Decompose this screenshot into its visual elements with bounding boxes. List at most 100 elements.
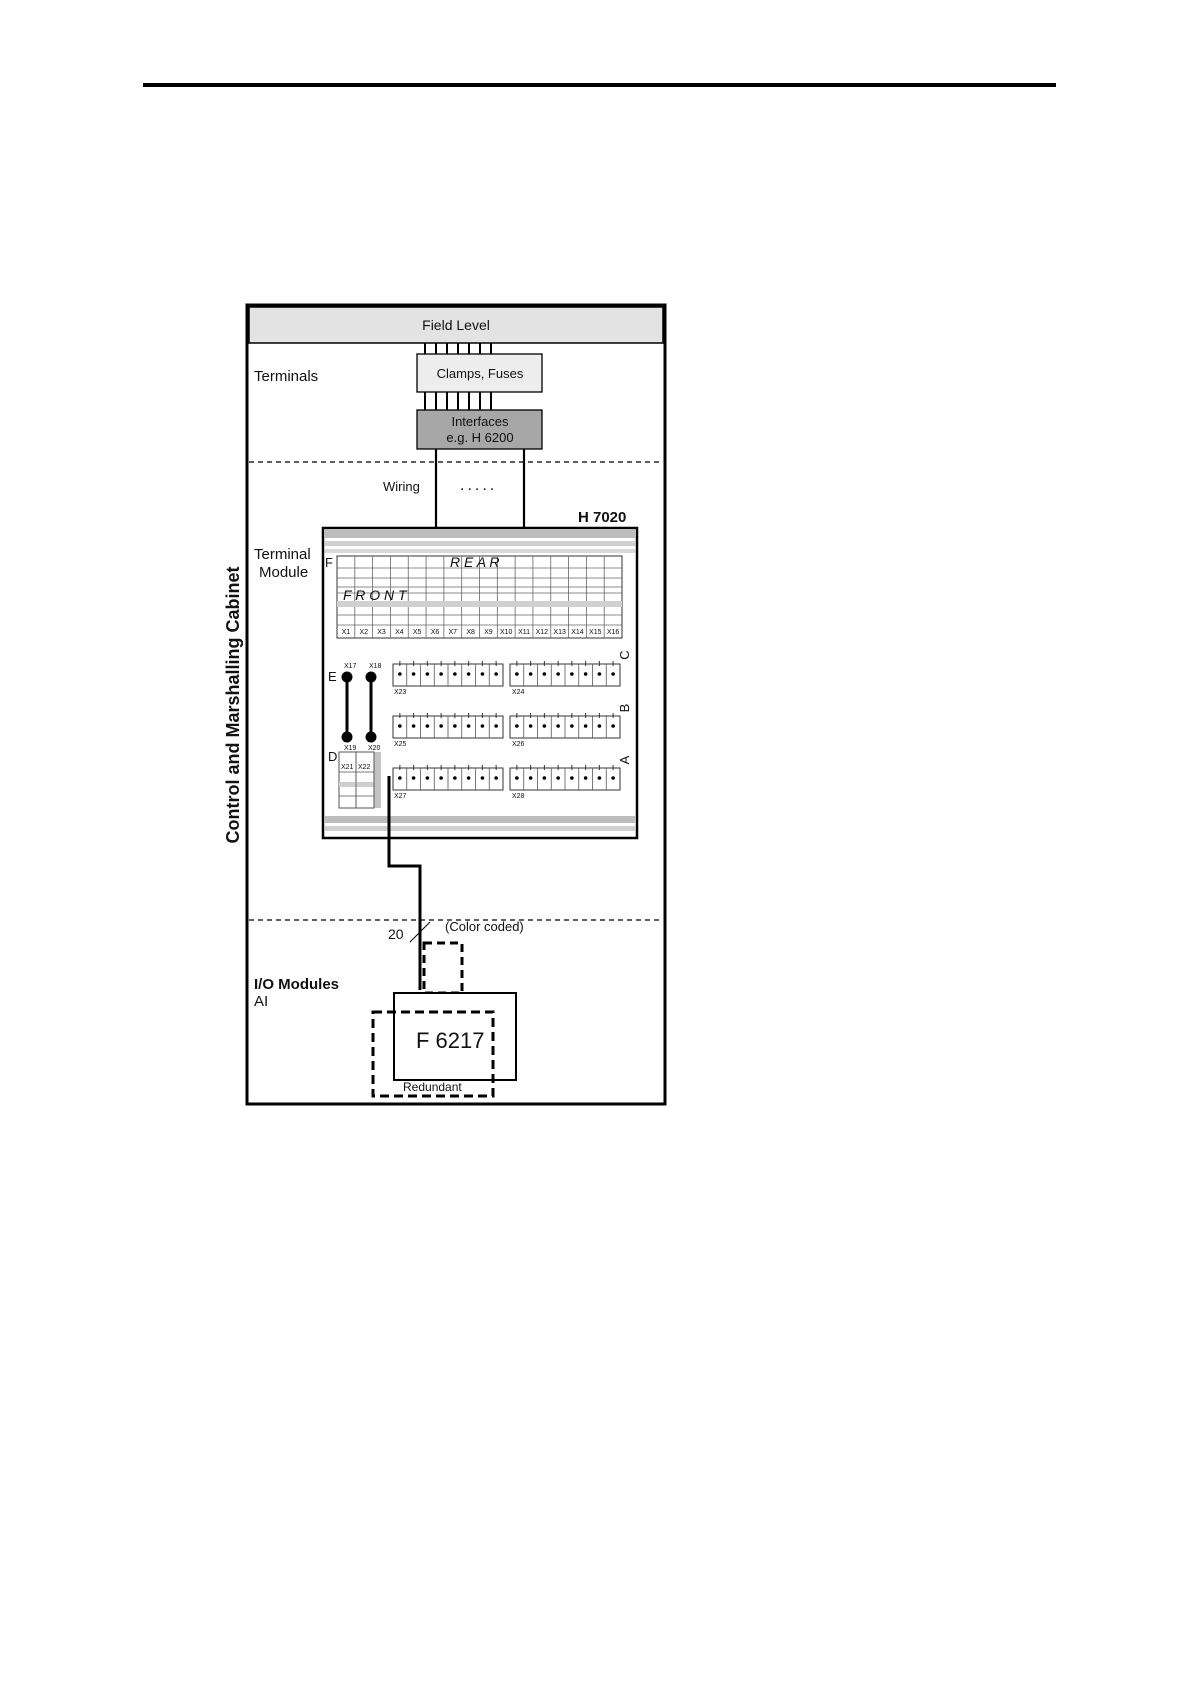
- terminal-contact: [494, 776, 498, 780]
- x26-label: X26: [512, 741, 525, 748]
- terminal-contact: [611, 672, 615, 676]
- row-label-b: B: [617, 704, 632, 713]
- terminal-contact: [466, 776, 471, 780]
- rear-label: R E A R: [450, 554, 500, 570]
- terminal-contact: [425, 776, 430, 780]
- terminal-contact: [542, 724, 547, 728]
- terminal-contact: [439, 724, 443, 728]
- redundant-label: Redundant: [403, 1080, 462, 1094]
- io-modules-label: I/O Modules: [254, 976, 339, 993]
- terminal-contact: [528, 672, 533, 676]
- x-label: X10: [500, 629, 513, 636]
- x22-label: X22: [358, 764, 371, 771]
- field-level-band: [248, 306, 664, 344]
- terminal-contact: [411, 724, 416, 728]
- terminal-contact: [494, 724, 498, 728]
- terminal-contact: [556, 672, 560, 676]
- row-label-a: A: [617, 755, 632, 764]
- terminal-contact: [411, 776, 416, 780]
- h7020-label: H 7020: [578, 509, 626, 526]
- interfaces-label-line2: e.g. H 6200: [446, 430, 513, 445]
- x-label: X11: [518, 629, 530, 636]
- x25-label: X25: [394, 741, 407, 748]
- terminal-contact: [583, 724, 588, 728]
- terminal-contact: [583, 776, 588, 780]
- e-jumpers: [341, 671, 377, 743]
- connector-block: [392, 713, 504, 739]
- connector-block: [392, 765, 504, 791]
- wiring-dots: .....: [460, 477, 497, 494]
- terminal-contact: [542, 672, 547, 676]
- clamps-fuses-label: Clamps, Fuses: [437, 366, 524, 381]
- terminal-contact: [570, 672, 574, 676]
- x-label: X5: [413, 629, 422, 636]
- row-label-f: F: [325, 555, 333, 570]
- terminal-contact: [425, 672, 430, 676]
- terminal-contact: [515, 776, 519, 780]
- terminal-contact: [398, 776, 402, 780]
- row-label-d: D: [328, 749, 337, 764]
- terminal-contact: [398, 672, 402, 676]
- terminal-contact: [556, 776, 560, 780]
- x17-label: X17: [344, 663, 357, 670]
- redundant-cable: [422, 941, 464, 995]
- terminal-module-label-line1: Terminal: [254, 546, 311, 563]
- interfaces-box: [416, 409, 543, 450]
- row-label-e: E: [328, 669, 337, 684]
- terminal-contact: [515, 724, 519, 728]
- wire-count-label: 20: [388, 926, 404, 942]
- terminal-contact: [466, 672, 471, 676]
- terminal-contact: [425, 724, 430, 728]
- terminal-contact: [453, 724, 457, 728]
- x19-label: X19: [344, 745, 357, 752]
- terminal-contact: [466, 724, 471, 728]
- terminal-contact: [597, 724, 602, 728]
- x-label: X9: [484, 629, 493, 636]
- terminal-contact: [494, 672, 498, 676]
- connector-block: [392, 661, 504, 687]
- connector-block: [509, 661, 621, 687]
- x21-label: X21: [341, 764, 354, 771]
- terminal-contact: [597, 672, 602, 676]
- terminal-contact: [480, 724, 485, 728]
- x24-label: X24: [512, 689, 525, 696]
- x-label: X3: [377, 629, 386, 636]
- terminal-contact: [480, 776, 485, 780]
- connector-rows: [392, 661, 621, 791]
- f6217-module: [393, 992, 517, 1081]
- terminal-contact: [453, 672, 457, 676]
- terminals-label: Terminals: [254, 368, 318, 385]
- terminal-contact: [398, 724, 402, 728]
- field-wires-top: [424, 343, 492, 354]
- terminal-contact: [542, 776, 547, 780]
- x20-label: X20: [368, 745, 381, 752]
- field-wires-mid: [424, 392, 492, 410]
- terminal-contact: [611, 776, 615, 780]
- x-label: X4: [395, 629, 404, 636]
- front-label: F R O N T: [343, 587, 408, 603]
- x-label: X6: [431, 629, 440, 636]
- connector-block: [509, 713, 621, 739]
- terminal-module-label-line2: Module: [259, 564, 308, 581]
- x-label: X8: [466, 629, 475, 636]
- x-label: X14: [571, 629, 584, 636]
- terminal-contact: [556, 724, 560, 728]
- terminal-contact: [515, 672, 519, 676]
- terminal-contact: [611, 724, 615, 728]
- terminal-contact: [528, 724, 533, 728]
- x-label: X16: [607, 629, 620, 636]
- redundant-module-outline: [371, 1010, 495, 1098]
- f-terminal-grid: [337, 556, 622, 638]
- terminal-contact: [597, 776, 602, 780]
- terminal-contact: [411, 672, 416, 676]
- f6217-label: F 6217: [416, 1028, 485, 1053]
- x-label: X7: [449, 629, 458, 636]
- terminal-contact: [583, 672, 588, 676]
- page-header-rule: [143, 83, 1056, 87]
- x27-label: X27: [394, 793, 407, 800]
- d-terminal-block: [338, 751, 381, 809]
- cable-count-slash: [409, 921, 431, 943]
- cabinet-vertical-title: Control and Marshalling Cabinet: [223, 566, 243, 843]
- x-label: X2: [359, 629, 368, 636]
- x-label: X15: [589, 629, 602, 636]
